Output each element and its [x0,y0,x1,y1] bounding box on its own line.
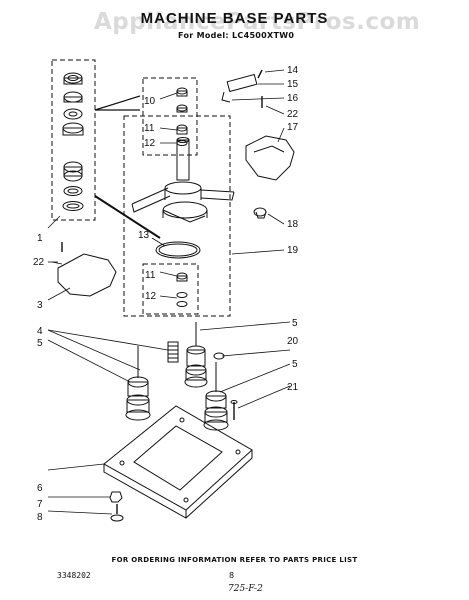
callout-7: 7 [37,499,43,510]
leg-spring [167,341,179,363]
upper-bearing-parts [176,87,188,146]
drive-ring [155,241,201,259]
lower-bearing-box [142,263,199,315]
transmission-mount-box [123,115,231,317]
callout-6: 6 [37,483,43,494]
callout-5-right: 5 [292,359,298,370]
callout-10: 10 [144,96,156,107]
page-title: MACHINE BASE PARTS [140,10,329,27]
leg-assembly-left [125,346,151,421]
callout-14: 14 [287,65,299,76]
machine-base-frame [103,405,253,519]
bearing-inset-box [51,59,96,221]
callout-21: 21 [287,382,299,393]
grommet [253,207,267,217]
bearing-stack-upper [62,72,84,136]
callout-labels: 1 7 3 4 5 6 8 22 10 11 12 13 11 12 14 15… [33,65,299,523]
callout-11-lower: 11 [145,270,156,281]
leveling-nut [109,491,123,503]
callout-12-upper: 12 [144,138,156,149]
callout-18: 18 [287,219,299,230]
callout-13: 13 [138,230,150,241]
watermark: AppliancePartsPros.com [94,9,421,35]
transmission-hub [131,137,235,223]
base-cover-plate [57,253,117,297]
callout-15: 15 [287,79,299,90]
callout-22-right: 22 [287,109,299,120]
page-number: 8 [229,571,235,580]
callout-12-lower: 12 [145,291,157,302]
leader-lines [47,69,291,515]
leg-assembly-center [184,322,208,388]
callout-1: 1 [37,233,43,244]
callout-11-upper: 11 [144,123,155,134]
callout-5-right-top: 5 [292,318,298,329]
leg-assembly-right [203,362,229,431]
shaft-cover [245,135,295,181]
callout-5-left: 5 [37,338,43,349]
motor-switch-parts [221,69,263,103]
callout-4: 4 [37,326,43,337]
lower-bearing-parts [176,272,188,307]
callout-22-left: 22 [33,257,45,268]
callout-16: 16 [287,93,299,104]
model-line: For Model: LC4500XTW0 [178,31,295,40]
document-number: 3348202 [57,571,91,580]
handwritten-date: 725-F-2 [228,584,263,594]
callout-8: 8 [37,512,43,523]
callout-19: 19 [287,245,299,256]
callout-3: 3 [37,300,43,311]
ordering-note: FOR ORDERING INFORMATION REFER TO PARTS … [111,556,358,564]
bearing-stack-lower [62,161,84,211]
callout-17: 17 [287,122,299,133]
callout-20: 20 [287,336,299,347]
leveling-foot [110,504,124,522]
